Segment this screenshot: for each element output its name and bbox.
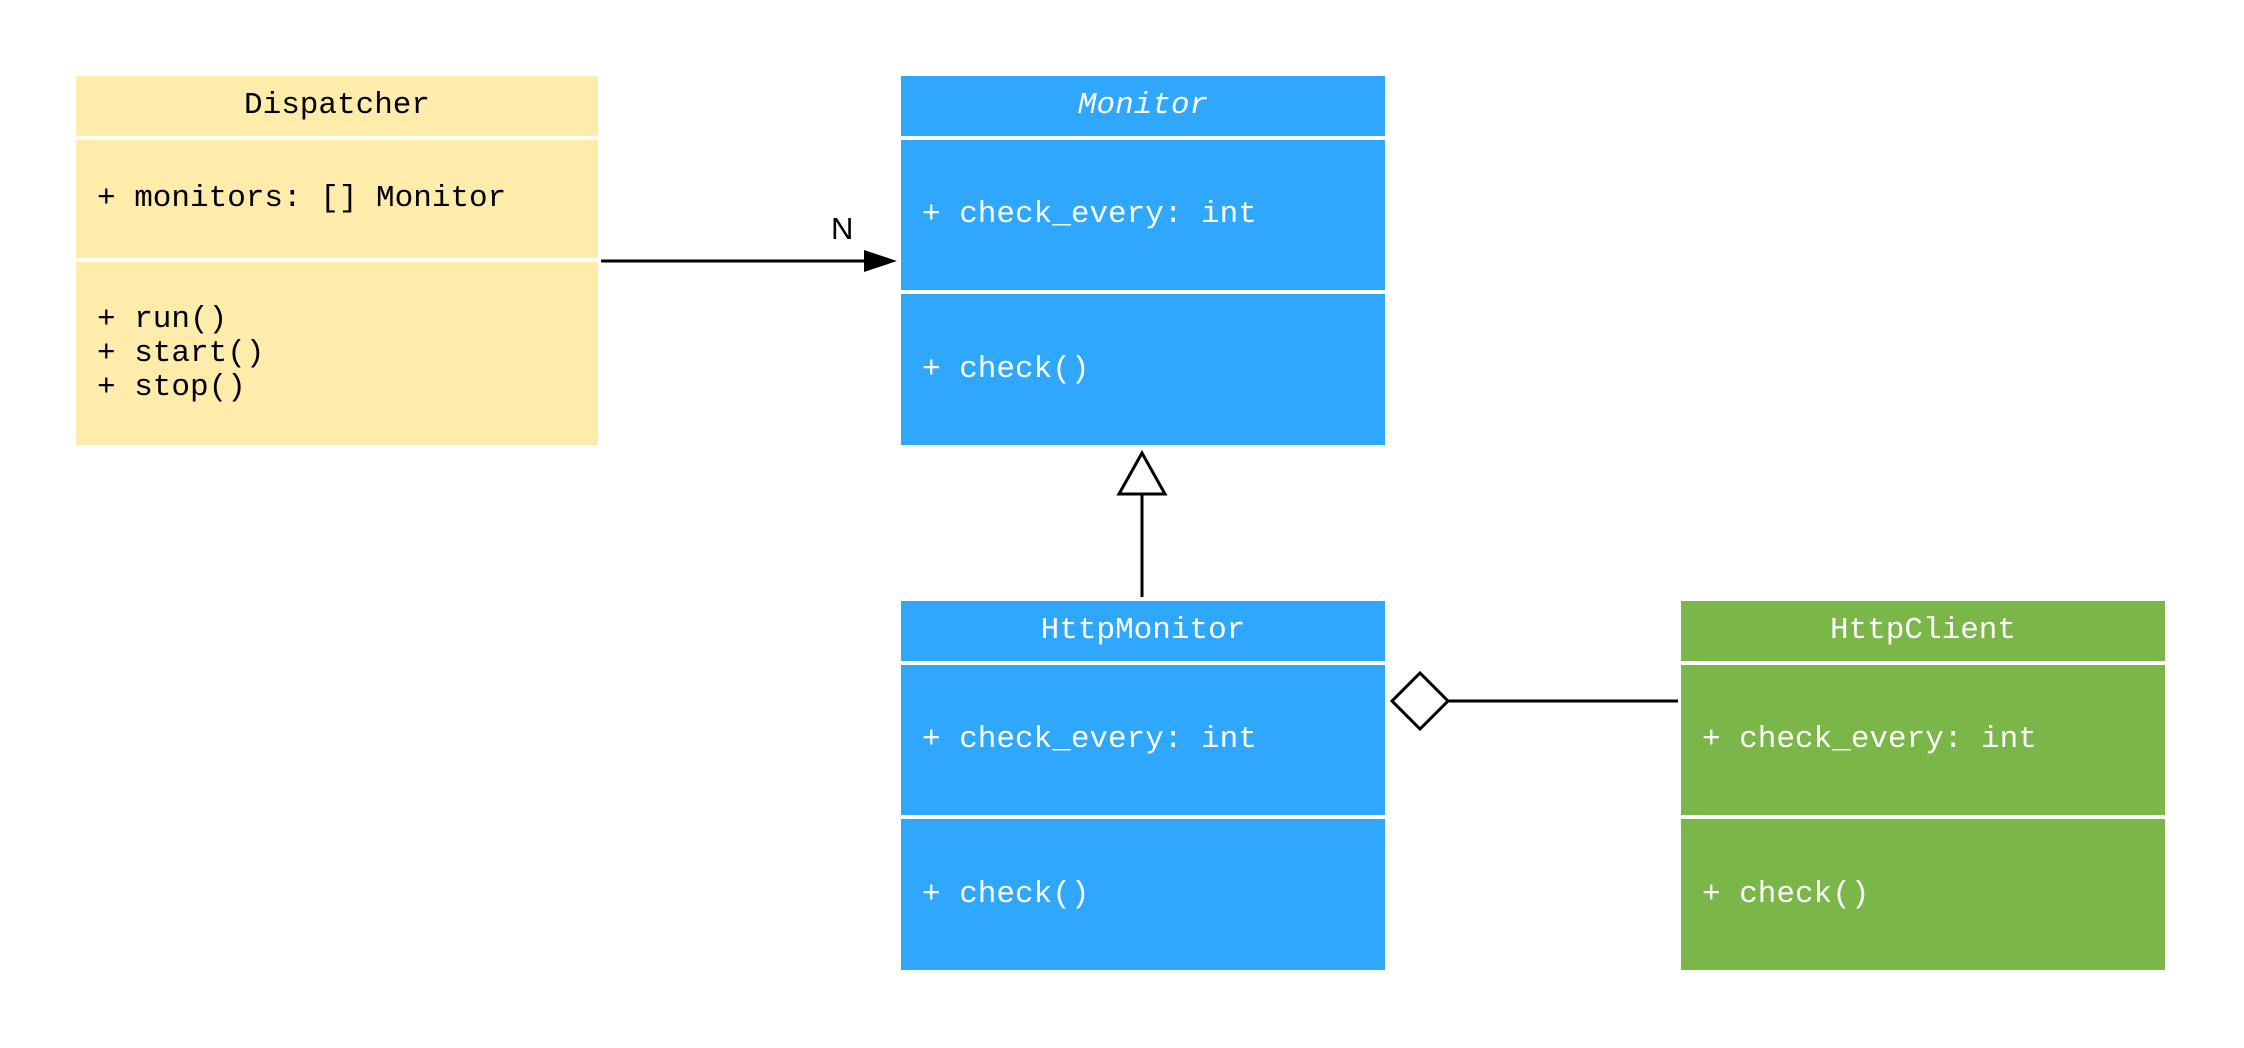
method: + run() bbox=[97, 301, 228, 337]
class-name: Dispatcher bbox=[76, 76, 598, 136]
generalization-arrow bbox=[1116, 449, 1168, 597]
class-attributes: + monitors: [] Monitor bbox=[76, 140, 598, 258]
attribute: + check_every: int bbox=[922, 722, 1257, 757]
class-methods: + check() bbox=[901, 819, 1385, 970]
class-attributes: + check_every: int bbox=[901, 140, 1385, 290]
aggregation-connector bbox=[1389, 670, 1678, 732]
class-attributes: + check_every: int bbox=[901, 665, 1385, 815]
multiplicity-label: N bbox=[831, 211, 854, 246]
class-methods: + check() bbox=[901, 294, 1385, 445]
class-methods: + check() bbox=[1681, 819, 2165, 970]
class-http-monitor: HttpMonitor + check_every: int + check() bbox=[901, 601, 1385, 970]
class-methods: + run() + start() + stop() bbox=[76, 262, 598, 445]
class-http-client: HttpClient + check_every: int + check() bbox=[1681, 601, 2165, 970]
class-dispatcher: Dispatcher + monitors: [] Monitor + run(… bbox=[76, 76, 598, 445]
association-arrow bbox=[601, 250, 897, 272]
method: + start() bbox=[97, 335, 265, 371]
method: + check() bbox=[922, 876, 1090, 912]
class-name: HttpMonitor bbox=[901, 601, 1385, 661]
class-name: Monitor bbox=[901, 76, 1385, 136]
attribute: + check_every: int bbox=[1702, 722, 2037, 757]
method: + check() bbox=[922, 351, 1090, 387]
method: + check() bbox=[1702, 876, 1870, 912]
class-monitor: Monitor + check_every: int + check() bbox=[901, 76, 1385, 445]
class-attributes: + check_every: int bbox=[1681, 665, 2165, 815]
class-name: HttpClient bbox=[1681, 601, 2165, 661]
attribute: + check_every: int bbox=[922, 197, 1257, 232]
method: + stop() bbox=[97, 369, 246, 405]
attribute: + monitors: [] Monitor bbox=[97, 181, 507, 216]
